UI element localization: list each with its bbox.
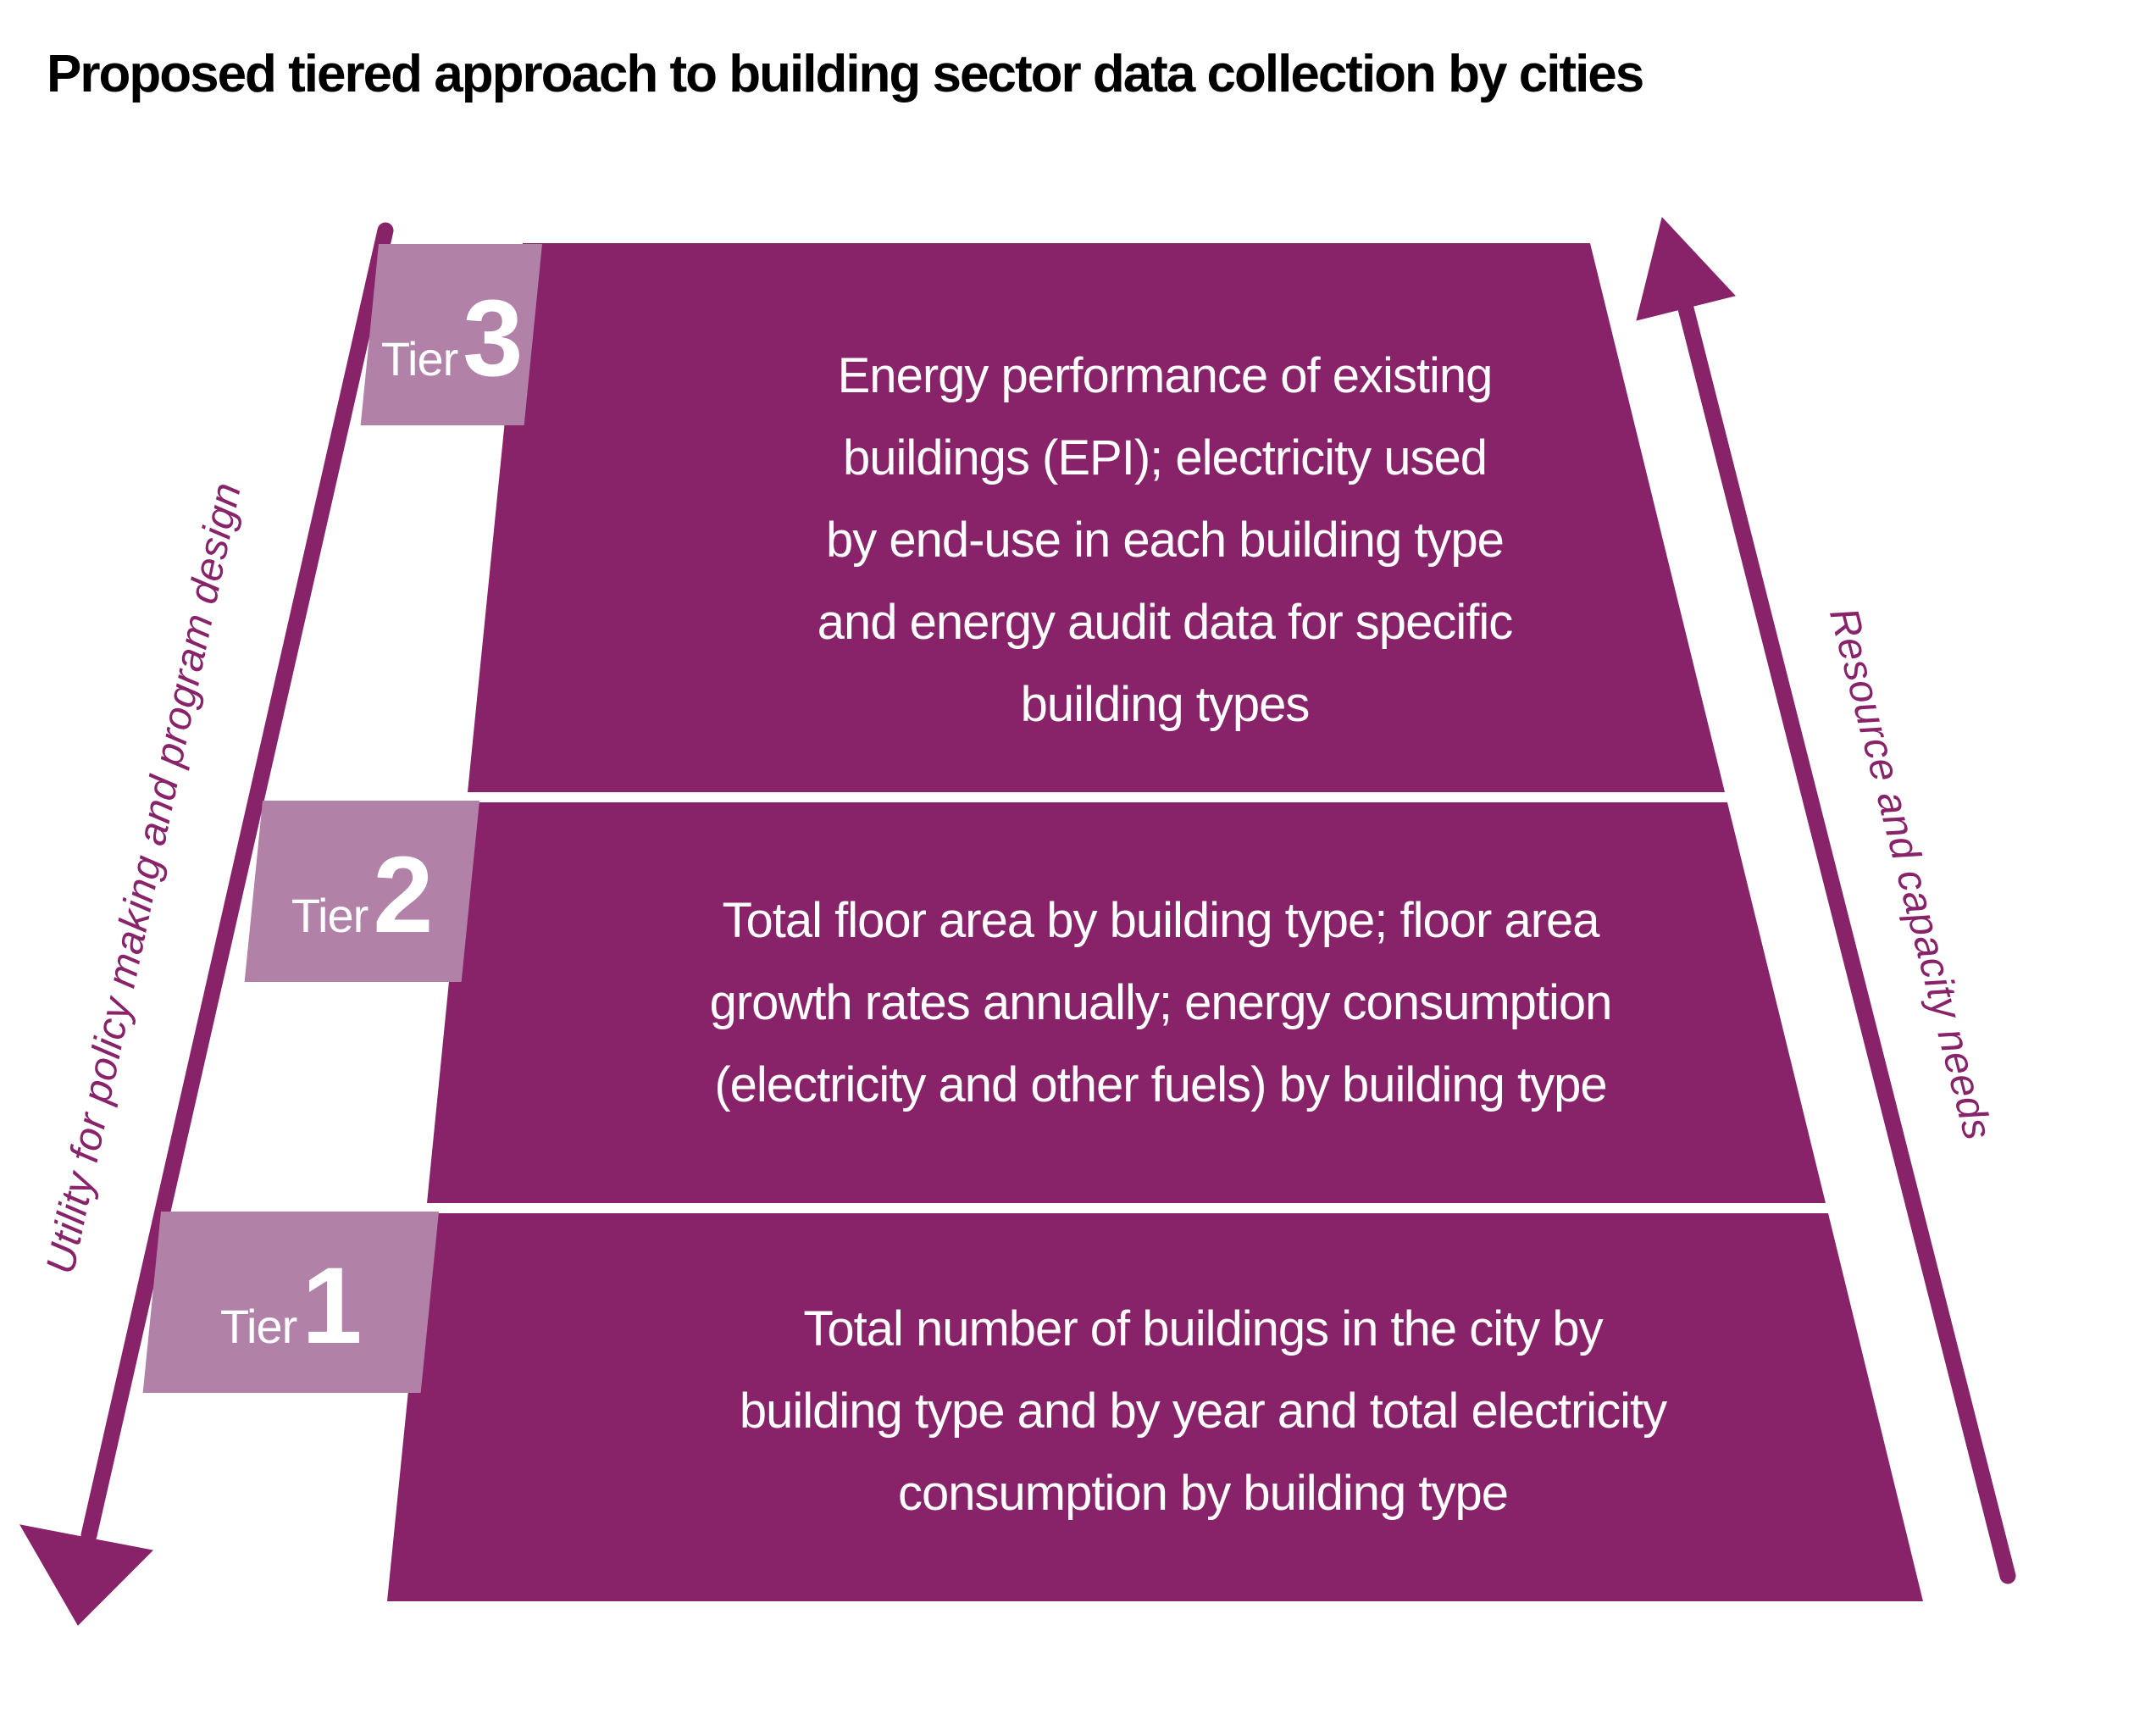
left-axis-arrow (19, 222, 394, 1626)
tier-3-band (468, 243, 1725, 792)
right-axis-arrow (1636, 216, 2016, 1584)
tier-1-tab: Tier 1 (142, 1212, 439, 1393)
tier-2-band (427, 802, 1826, 1203)
tier-1-word: Tier (220, 1300, 297, 1353)
right-arrowhead-icon (1636, 216, 1736, 321)
tier-1-number: 1 (302, 1245, 361, 1367)
tier-3-description: Energy performance of existing buildings… (817, 348, 1513, 732)
tier-3-tab: Tier 3 (360, 244, 542, 425)
tier-1-band (387, 1213, 1923, 1601)
tier-1-description: Total number of buildings in the city by… (739, 1301, 1667, 1521)
tier-2-number: 2 (373, 835, 432, 956)
left-arrowhead-icon (19, 1524, 154, 1626)
page-title: Proposed tiered approach to building sec… (47, 45, 1644, 103)
tier-2-tab: Tier 2 (244, 801, 479, 982)
tier-3-word: Tier (380, 332, 457, 385)
tier-2-description: Total floor area by building type; floor… (709, 893, 1613, 1112)
tier-2-word: Tier (291, 889, 369, 942)
tier-3-number: 3 (462, 278, 522, 399)
